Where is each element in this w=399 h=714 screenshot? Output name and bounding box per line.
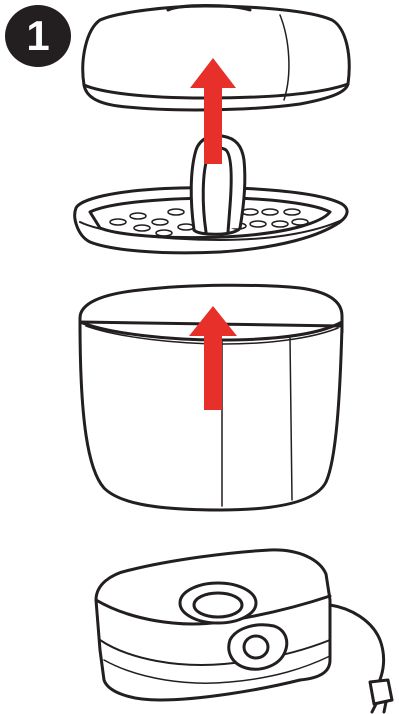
- heating-base: [96, 550, 330, 700]
- step-number: 1: [5, 5, 71, 67]
- power-cord-plug: [330, 605, 392, 712]
- step-badge: 1: [5, 5, 71, 67]
